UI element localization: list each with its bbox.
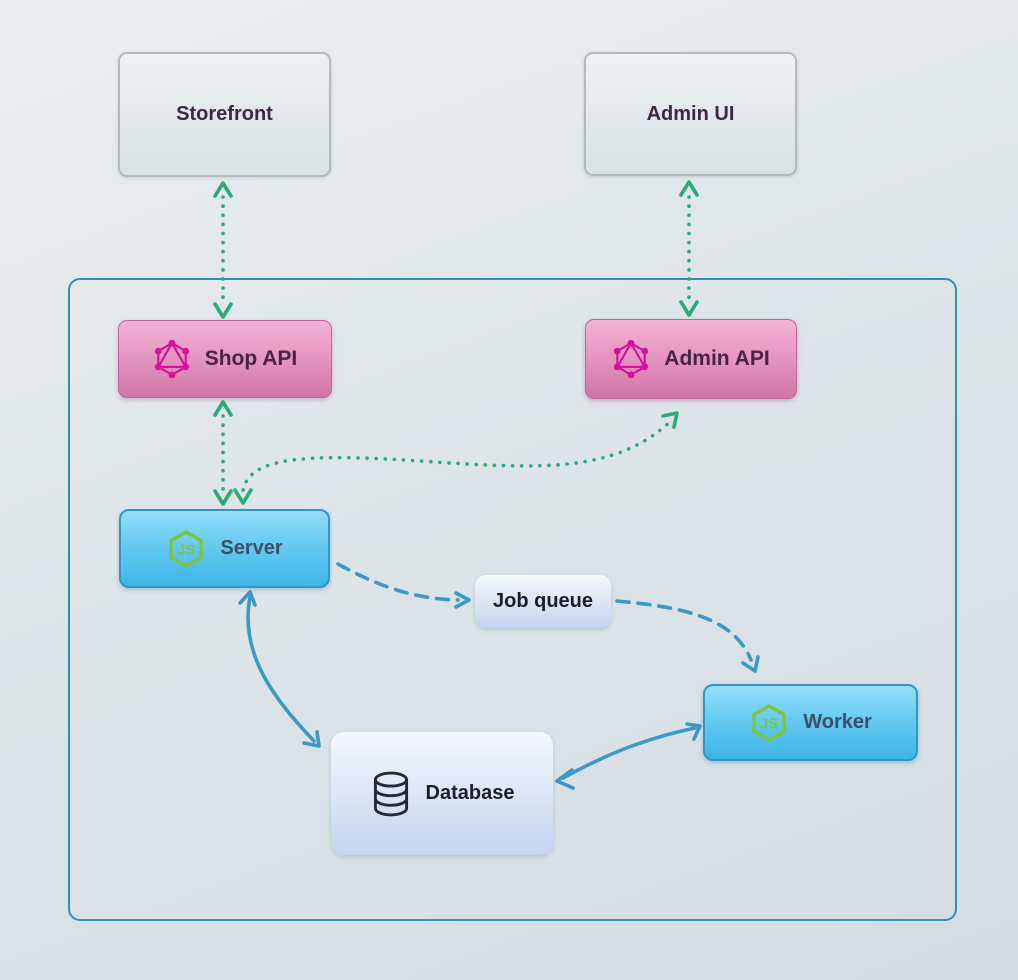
node-admin-api: Admin API (585, 319, 797, 399)
node-label: Job queue (492, 590, 593, 612)
svg-text:JS: JS (760, 715, 778, 732)
node-database: Database (331, 732, 553, 855)
node-label: Shop API (204, 347, 298, 370)
edge-server-admin-api (233, 411, 679, 505)
server-boundary-box (68, 278, 957, 921)
node-label: Storefront (176, 103, 273, 125)
edge-server-job-queue (336, 562, 471, 609)
node-admin-ui: Admin UI (584, 52, 797, 176)
node-label: Worker (803, 711, 872, 733)
edge-storefront-shop-api (213, 181, 233, 319)
svg-text:JS: JS (177, 541, 195, 558)
node-server: JS Server (119, 509, 330, 588)
node-label: Admin API (664, 347, 770, 370)
node-job-queue: Job queue (475, 575, 611, 628)
graphql-icon (154, 340, 189, 378)
node-label: Admin UI (646, 102, 735, 125)
api-edges (213, 180, 699, 506)
edge-database-worker (555, 722, 702, 790)
node-label: Server (220, 537, 283, 559)
edge-admin-ui-admin-api (679, 180, 699, 317)
node-label: Database (425, 782, 515, 804)
node-storefront: Storefront (118, 52, 331, 177)
database-icon (373, 771, 408, 816)
edge-job-queue-worker (615, 599, 760, 673)
graphql-icon (614, 340, 649, 378)
edge-server-database (238, 590, 321, 748)
infra-edges (238, 562, 760, 790)
nodejs-icon: JS (752, 703, 786, 742)
edge-shop-api-server (213, 400, 233, 506)
nodejs-icon: JS (169, 529, 204, 568)
node-shop-api: Shop API (118, 320, 332, 398)
node-worker: JS Worker (703, 684, 918, 761)
